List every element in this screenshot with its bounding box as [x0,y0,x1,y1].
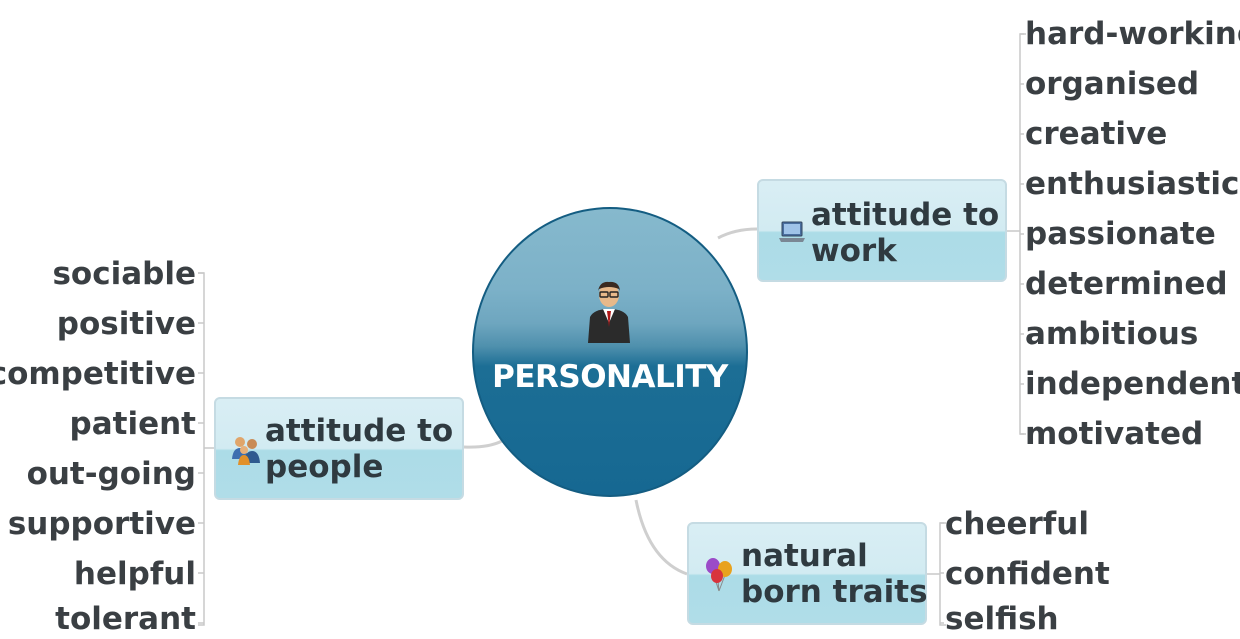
leaf-item[interactable]: independent [1025,366,1240,402]
leaf-item[interactable]: competitive [0,356,196,392]
leaf-item[interactable]: determined [1025,266,1228,302]
connector-work [717,227,758,240]
people-icon [232,437,260,465]
leaf-item[interactable]: out-going [26,456,196,492]
branch-label: attitude to people [265,413,453,485]
connector-natural [634,499,688,576]
branch-label-line: people [265,449,384,485]
branch-label-line: natural [741,538,868,574]
branch-label-line: attitude to [265,413,454,449]
leaf-item[interactable]: creative [1025,116,1168,152]
leaf-item[interactable]: organised [1025,66,1200,102]
leaf-item[interactable]: selfish [945,601,1059,637]
connector-people [463,439,503,449]
bracket-people [198,272,205,626]
businessman-icon [588,281,630,343]
branch-label-line: born traits [741,574,928,610]
balloons-icon [706,558,732,592]
leaf-item[interactable]: motivated [1025,416,1204,452]
leaf-item[interactable]: enthusiastic [1025,166,1240,202]
leaf-item[interactable]: cheerful [945,506,1089,542]
leaf-item[interactable]: hard-working [1025,16,1240,52]
leaf-item[interactable]: passionate [1025,216,1216,252]
branch-label: natural born traits [741,538,928,610]
central-node[interactable]: PERSONALITY [472,207,748,497]
leaf-item[interactable]: helpful [73,556,196,592]
branch-attitude-to-people[interactable]: attitude to people [214,397,464,500]
branch-label: attitude to work [811,197,999,269]
branch-natural-born-traits[interactable]: natural born traits [687,522,928,625]
leaf-item[interactable]: supportive [7,506,196,542]
leaf-item[interactable]: patient [69,406,196,442]
branch-label-line: attitude to [811,197,1000,233]
branch-label-line: work [811,233,897,269]
leaf-item[interactable]: ambitious [1025,316,1199,352]
leaf-ticks [198,33,1024,624]
leaf-item[interactable]: positive [56,306,196,342]
branch-attitude-to-work[interactable]: attitude to work [757,179,1007,282]
leaf-item[interactable]: tolerant [55,601,196,637]
leaf-item[interactable]: sociable [52,256,196,292]
laptop-icon [779,221,805,242]
central-title: PERSONALITY [492,359,728,395]
leaf-item[interactable]: confident [945,556,1110,592]
